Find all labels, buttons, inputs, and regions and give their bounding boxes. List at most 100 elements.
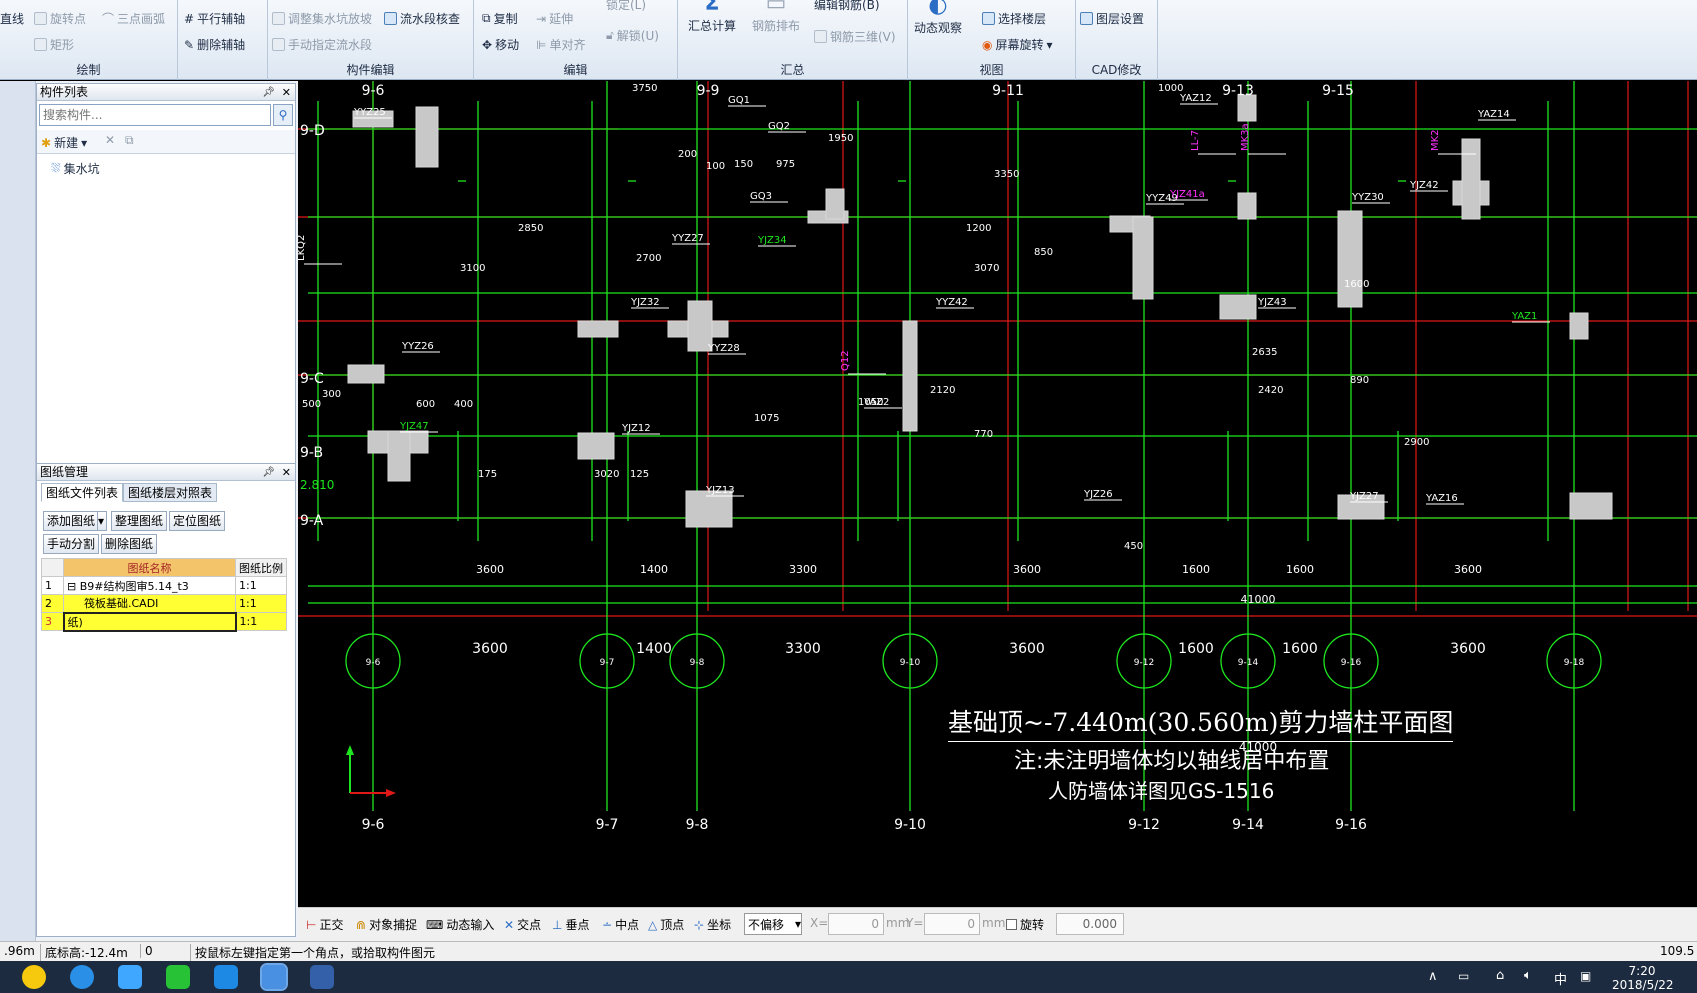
manual-split-button[interactable]: 手动分割	[43, 534, 100, 554]
layer-settings-label: 图层设置	[1096, 12, 1145, 26]
vertex-snap[interactable]: △顶点	[648, 916, 684, 933]
three-arc-button[interactable]: ⌒三点画弧	[102, 10, 165, 27]
parallel-aux-button[interactable]: #平行辅轴	[184, 10, 245, 27]
header-scale[interactable]: 图纸比例	[235, 558, 287, 577]
dimension-text: 500	[302, 399, 321, 410]
action-center-icon[interactable]: ▣	[1580, 969, 1592, 983]
layer-settings-button[interactable]: 图层设置	[1080, 10, 1144, 27]
move-button[interactable]: ✥移动	[482, 36, 519, 53]
dimension-text: 770	[974, 429, 993, 440]
tab-file-list[interactable]: 图纸文件列表	[41, 483, 124, 502]
new-button[interactable]: ✱新建▾	[41, 134, 87, 151]
rotate-point-button[interactable]: 旋转点	[34, 10, 86, 27]
component-label: YYZ49	[1145, 193, 1178, 204]
flow-check-button[interactable]: 流水段核查	[384, 10, 460, 27]
axis-bubble-label: 9-12	[1134, 658, 1154, 668]
iqiyi-icon[interactable]	[166, 965, 190, 989]
object-snap-label: 对象捕捉	[369, 918, 418, 932]
app-icon-1[interactable]	[22, 965, 46, 989]
add-drawing-dropdown[interactable]: ▾	[97, 511, 107, 531]
locate-drawing-button[interactable]: 定位图纸	[169, 511, 226, 531]
component-label: YYZ42	[935, 297, 968, 308]
tray-up-icon[interactable]: ∧	[1428, 969, 1438, 984]
search-input[interactable]	[39, 104, 271, 126]
close-icon[interactable]: ✕	[281, 466, 291, 479]
y-input[interactable]: 0	[924, 913, 980, 935]
delete-icon[interactable]: ✕	[105, 133, 116, 147]
coord-snap[interactable]: ⊹坐标	[694, 916, 731, 933]
pin-icon[interactable]: 📌︎	[262, 87, 275, 98]
dynamic-input-toggle[interactable]: ⌨︎动态输入	[426, 916, 494, 933]
component-label: YJZ47	[399, 421, 429, 432]
rebar-layout-button[interactable]: ▭钢筋排布	[752, 0, 800, 34]
clock[interactable]: 7:20 2018/5/22	[1612, 964, 1674, 992]
line-button[interactable]: 直线	[0, 10, 24, 27]
row-name-editing[interactable]: 纸)	[62, 611, 237, 632]
network-icon[interactable]: ⌂	[1496, 968, 1505, 983]
mail-icon[interactable]	[118, 965, 142, 989]
close-icon[interactable]: ✕	[281, 86, 291, 99]
adjust-pit-button[interactable]: 调整集水坑放坡	[272, 10, 372, 27]
component-label: YAZ12	[1179, 93, 1212, 104]
midpoint-snap[interactable]: ∸中点	[602, 916, 639, 933]
battery-icon[interactable]: ▭	[1458, 969, 1470, 983]
delete-drawing-button[interactable]: 删除图纸	[101, 534, 158, 554]
object-snap-toggle[interactable]: ⋒对象捕捉	[356, 916, 417, 933]
checkbox-box[interactable]	[1006, 919, 1017, 930]
manual-flow-button[interactable]: 手动指定流水段	[272, 36, 372, 53]
organize-drawing-button[interactable]: 整理图纸	[111, 511, 168, 531]
component-label: YAZ2	[863, 397, 889, 408]
cad-app-icon[interactable]	[310, 965, 334, 989]
qq-icon[interactable]	[214, 965, 238, 989]
rotate-angle-input[interactable]: 0.000	[1056, 913, 1124, 935]
search-icon[interactable]: ⚲	[273, 104, 293, 126]
floor-icon	[982, 12, 995, 25]
volume-icon[interactable]: 🔈︎	[1524, 968, 1532, 983]
total-dim-2: 41000	[1239, 740, 1277, 754]
intersect-snap[interactable]: ✕交点	[504, 916, 541, 933]
status-hint: 按鼠标左键指定第一个角点，或拾取构件图元	[190, 944, 435, 961]
unlock-button[interactable]: 🔓︎解锁(U)	[606, 27, 659, 44]
lock-button[interactable]: 锁定(L)	[606, 0, 646, 13]
dynamic-view-button[interactable]: ◐动态观察	[914, 0, 962, 36]
rect-button[interactable]: 矩形	[34, 36, 74, 53]
align-button[interactable]: ⊫单对齐	[536, 36, 585, 53]
dimension-text: 450	[1124, 541, 1143, 552]
browser-icon[interactable]	[70, 965, 94, 989]
extend-button[interactable]: ⇥延伸	[536, 10, 573, 27]
group-edit-title: 编辑	[563, 63, 588, 77]
copy-component-icon[interactable]: ⧉	[125, 133, 134, 147]
search-field[interactable]	[40, 105, 268, 125]
tree-item-sump[interactable]: ⛆集水坑	[51, 160, 100, 177]
glodon-app-icon[interactable]	[260, 963, 288, 991]
delete-aux-button[interactable]: ✎删除辅轴	[184, 36, 245, 53]
flow-check-label: 流水段核查	[400, 12, 461, 26]
x-input[interactable]: 0	[828, 913, 884, 935]
table-row[interactable]: 3 纸) 1:1	[41, 611, 287, 632]
ortho-toggle[interactable]: ⊢正交	[306, 916, 343, 933]
perp-snap[interactable]: ⊥垂点	[552, 916, 589, 933]
tab-floor-map[interactable]: 图纸楼层对照表	[123, 483, 218, 502]
table-row[interactable]: 2 筏板基础.CADI 1:1	[41, 594, 287, 613]
screen-rotate-button[interactable]: ◉屏幕旋转▾	[982, 36, 1053, 53]
offset-select[interactable]: 不偏移▾	[744, 913, 802, 935]
ime-indicator[interactable]: 中	[1554, 973, 1568, 988]
rebar-3d-button[interactable]: 钢筋三维(V)	[814, 28, 896, 45]
add-drawing-button[interactable]: 添加图纸	[43, 511, 100, 531]
collapse-icon[interactable]: ⊟	[67, 579, 77, 593]
component-label: YJZ13	[705, 485, 735, 496]
rotate-checkbox[interactable]: 旋转	[1006, 916, 1044, 933]
rotate-point-label: 旋转点	[50, 12, 87, 26]
table-row[interactable]: 1 ⊟ B9#结构图审5.14_t3 1:1	[41, 576, 287, 595]
header-name[interactable]: 图纸名称	[63, 558, 236, 577]
perp-icon: ⊥	[552, 917, 563, 932]
table-header-row: 图纸名称 图纸比例	[41, 558, 287, 577]
select-floor-button[interactable]: 选择楼层	[982, 10, 1046, 27]
chevron-down-icon: ▾	[1046, 37, 1053, 52]
edit-rebar-button[interactable]: 编辑钢筋(B)	[814, 0, 880, 13]
copy-button[interactable]: ⧉复制	[482, 10, 518, 27]
pin-icon[interactable]: 📌︎	[262, 467, 275, 478]
